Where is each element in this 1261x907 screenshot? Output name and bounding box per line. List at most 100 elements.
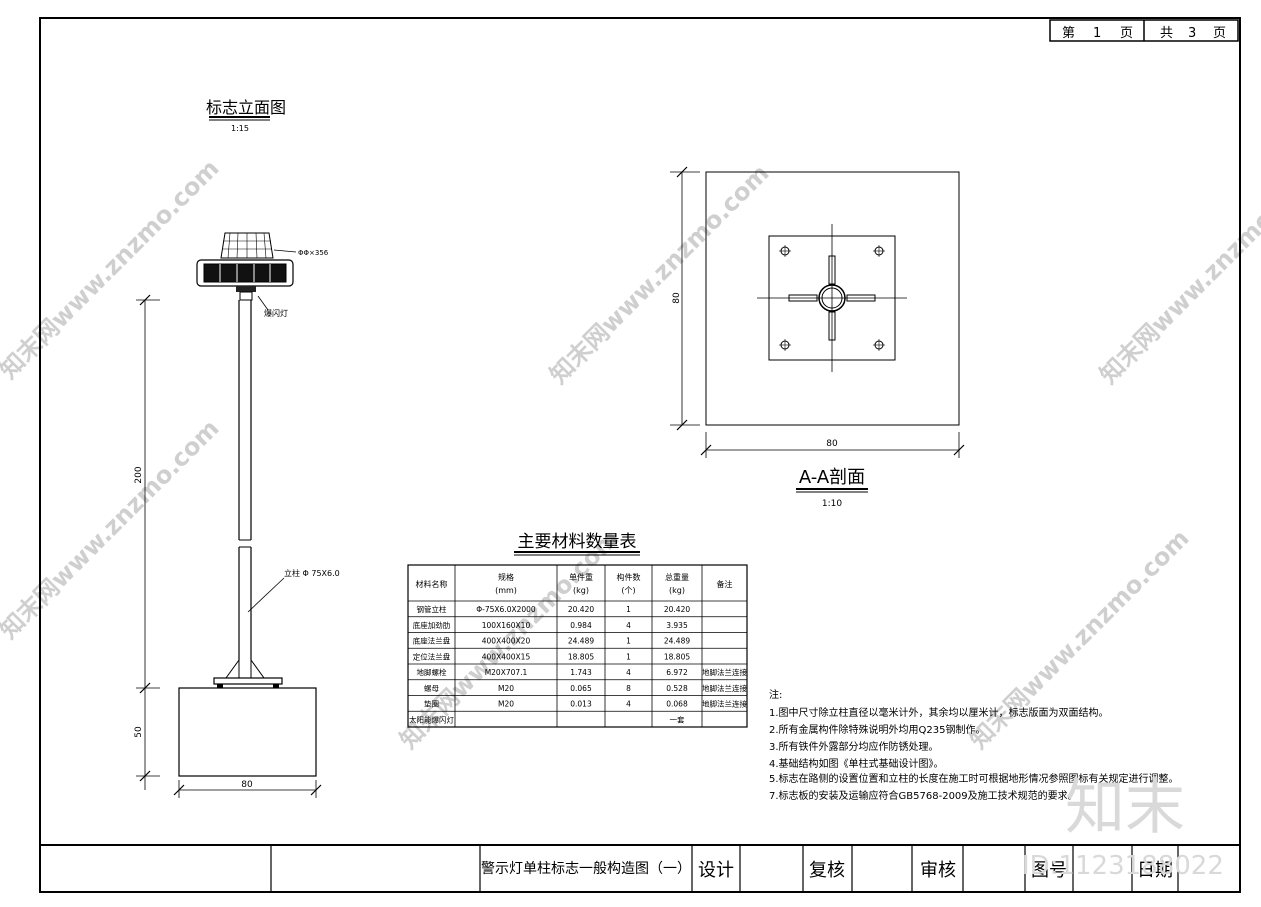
table-cell: M20 [498,684,514,693]
section-title: A-A剖面 [799,467,865,488]
table-cell: 钢管立柱 [417,604,447,614]
table-cell: 24.489 [664,637,690,646]
design-label: 设计 [698,860,734,881]
table-cell: 定位法兰盘 [413,651,451,661]
notes-block: 注: 1.图中尺寸除立柱直径以毫米计外，其余均以厘米计，标志版面为双面结构。 2… [769,688,1179,802]
dim-section-width: 80 [826,439,838,449]
drawing-title: 警示灯单柱标志一般构造图（一） [481,861,691,877]
table-cell: 20.420 [664,605,690,614]
table-cell: M20X707.1 [485,668,528,677]
table-header-cell: (kg) [669,586,685,595]
table-cell: 一套 [670,714,685,724]
table-header-cell: 单件重 [569,572,593,582]
section-outline [705,171,960,426]
table-cell: 地脚法兰连接 [702,667,747,677]
table-cell: 1 [626,652,631,661]
solar-panel [220,232,274,259]
watermark-text: 知末网www.znzmo.com [0,414,225,644]
table-header-cell: (kg) [573,586,589,595]
total-pages: 3 [1188,26,1196,41]
table-cell: 地脚法兰连接 [702,683,747,693]
foundation-block [178,687,317,777]
pole [213,300,283,688]
table-cell: 8 [626,684,631,693]
note-item: 7.标志板的安装及运输应符合GB5768-2009及施工技术规范的要求。 [769,789,1078,802]
materials-table-title: 主要材料数量表 [518,532,637,552]
page-unit: 页 [1120,26,1133,41]
table-cell: M20 [498,700,514,709]
approve-label: 审核 [920,860,956,881]
date-label: 日期 [1137,860,1173,881]
table-cell: 400X400X15 [482,652,531,661]
id-watermark: ID:1123188022 [1022,851,1224,881]
table-cell: 4 [626,668,631,677]
table-header-cell: 备注 [717,579,733,589]
table-header-cell: (mm) [495,586,517,595]
elevation-dimensions: 200 50 80 [134,294,322,798]
table-cell: 地脚螺栓 [417,667,447,677]
table-cell: 垫圈 [424,699,439,709]
watermark-text: 知末网www.znzmo.com [1094,159,1261,389]
section-scale: 1:10 [822,499,842,509]
note-item: 2.所有金属构件除特殊说明外均用Q235钢制作。 [769,723,986,736]
pipe-section [818,284,846,312]
table-cell: 太阳能爆闪灯 [409,714,454,724]
dim-base-width: 80 [241,780,253,790]
note-item: 1.图中尺寸除立柱直径以毫米计外，其余均以厘米计，标志版面为双面结构。 [769,706,1109,719]
table-cell: 4 [626,700,631,709]
page-prefix: 第 [1062,26,1075,41]
table-cell: 0.528 [666,684,688,693]
solar-panel-label: ΦΦ×356 [298,249,329,257]
table-cell: 3.935 [666,621,688,630]
flash-lamp-label: 爆闪灯 [264,308,288,318]
table-cell: 底座法兰盘 [413,636,451,646]
elevation-view: 标志立面图 1:15 ΦΦ×356 爆闪灯 [134,98,340,798]
note-item: 4.基础结构如图《单柱式基础设计图》。 [769,757,944,770]
dim-pole-height: 200 [134,466,144,483]
watermark-text: 知末网www.znzmo.com [0,154,225,384]
table-cell: 1 [626,605,631,614]
sheet-border [39,17,1241,893]
note-item: 3.所有铁件外露部分均应作防锈处理。 [769,740,939,753]
title-block: 警示灯单柱标志一般构造图（一） 设计 复核 审核 图号 日期 [40,844,1240,892]
note-item: 5.标志在路侧的设置位置和立柱的长度在施工时可根据地形情况参照图标有关规定进行调… [769,772,1179,785]
table-cell: 18.805 [664,652,690,661]
table-header-cell: (个) [621,586,635,595]
elevation-title: 标志立面图 [206,98,286,117]
table-cell: 1.743 [570,668,592,677]
table-cell: 6.972 [666,668,688,677]
table-cell: 0.068 [666,700,688,709]
table-cell: 4 [626,621,631,630]
table-cell: 24.489 [568,637,594,646]
total-prefix: 共 [1160,26,1173,41]
table-cell: 20.420 [568,605,594,614]
table-cell: 0.065 [570,684,592,693]
table-cell: 0.013 [570,700,592,709]
table-cell: 400X400X20 [482,637,531,646]
watermark-text: 知末网www.znzmo.com [544,159,774,389]
brand-watermark: 知末 [1065,773,1185,843]
table-cell: 0.984 [570,621,592,630]
review-label: 复核 [809,860,845,881]
pole-label: 立柱 Φ 75X6.0 [284,568,340,578]
table-cell: Φ-75X6.0X2000 [476,605,536,614]
materials-table: 主要材料数量表 材料名称规格(mm)单件重(kg)构件数(个)总重量(kg)备注… [407,532,748,728]
table-header-cell: 总重量 [665,572,689,582]
notes-heading: 注: [769,688,782,701]
table-cell: 1 [626,637,631,646]
table-cell: 100X160X10 [482,621,531,630]
dim-section-height: 80 [672,292,682,304]
table-cell: 地脚法兰连接 [702,699,747,709]
table-cell: 底座加劲肋 [413,620,451,630]
bolt-holes [779,245,885,351]
drawing-no-label: 图号 [1031,860,1067,881]
table-header-cell: 材料名称 [416,579,448,589]
section-view: 80 80 A-A剖面 1:10 [670,166,965,509]
dim-base-height: 50 [134,726,144,738]
page-number: 1 [1093,26,1101,41]
total-unit: 页 [1213,26,1226,41]
page-counter: 第 1 页 共 3 页 [1049,19,1239,42]
table-header-cell: 规格 [498,572,514,582]
table-cell: 18.805 [568,652,594,661]
